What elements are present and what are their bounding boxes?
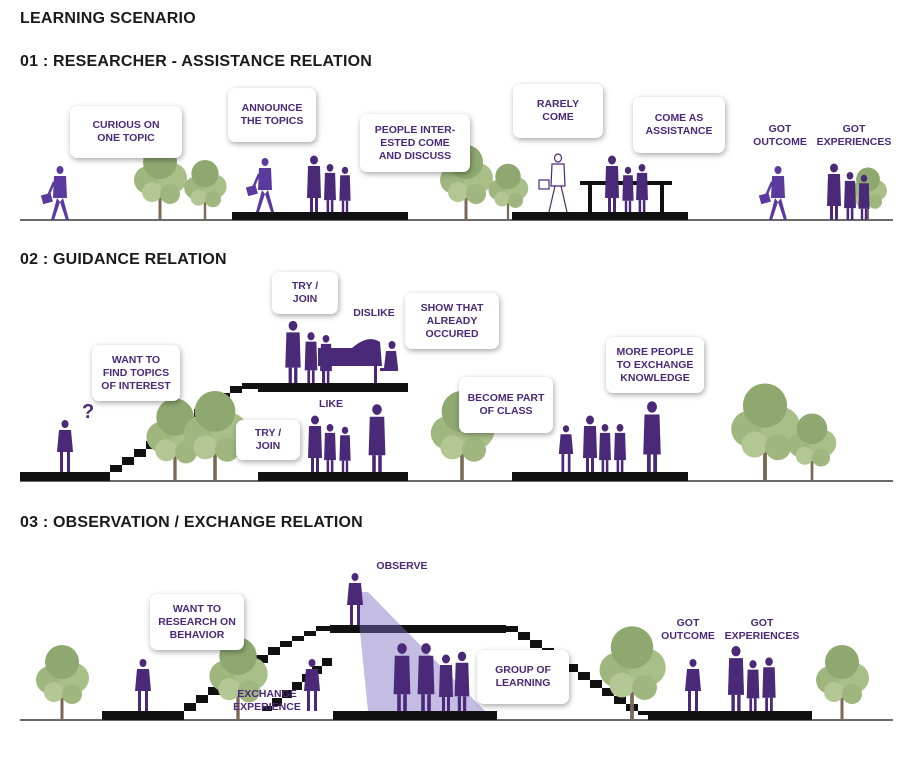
s2-question-mark: ? bbox=[82, 401, 94, 423]
s2-class-person-3 bbox=[599, 423, 611, 472]
s1-researcher-2 bbox=[244, 156, 276, 214]
s2-dislike-label: DISLIKE bbox=[353, 307, 395, 319]
s3-observe-label: OBSERVE bbox=[376, 560, 428, 572]
s2-become-bubble: BECOME PART OF CLASS bbox=[459, 377, 553, 433]
s2-lower-person-2 bbox=[324, 423, 336, 472]
s1-outcome-person-1 bbox=[827, 163, 841, 220]
s1-tree-2 bbox=[184, 160, 227, 220]
s1-assist-bubble: COME AS ASSISTANCE bbox=[633, 97, 725, 153]
s2-try-bottom-bubble: TRY / JOIN bbox=[236, 420, 300, 460]
s1-people-bubble: PEOPLE INTER- ESTED COME AND DISCUSS bbox=[360, 114, 470, 172]
s1-tree-4 bbox=[488, 163, 529, 220]
s3-exchange-label: EXCHANGE EXPERIENCE bbox=[233, 688, 301, 713]
s2-more-bubble: MORE PEOPLE TO EXCHANGE KNOWLEDGE bbox=[606, 337, 704, 393]
s2-platform-right bbox=[512, 472, 688, 481]
s1-experiences-label: GOT EXPERIENCES bbox=[816, 123, 892, 148]
s1-rarely-bubble: RARELY COME bbox=[513, 84, 603, 138]
s3-observation-cone bbox=[356, 592, 485, 711]
s1-researcher-1 bbox=[39, 164, 71, 222]
s2-upper-person-1 bbox=[285, 320, 301, 383]
s2-want-bubble: WANT TO FIND TOPICS OF INTEREST bbox=[92, 345, 180, 401]
s2-lower-person-4 bbox=[368, 404, 386, 472]
s3-researcher bbox=[135, 659, 151, 711]
s2-like-label: LIKE bbox=[319, 398, 343, 410]
s1-assistant-3 bbox=[636, 163, 648, 212]
s2-show-bubble: SHOW THAT ALREADY OCCURED bbox=[405, 293, 499, 349]
s1-researcher-3 bbox=[757, 164, 789, 222]
s2-platform-start bbox=[20, 472, 110, 481]
s3-platform-right bbox=[648, 711, 812, 720]
s1-person-3 bbox=[339, 166, 351, 212]
s2-piano bbox=[318, 339, 398, 383]
s3-outcome-person bbox=[685, 659, 701, 711]
main-title: LEARNING SCENARIO bbox=[20, 10, 196, 27]
s1-platform-right bbox=[512, 212, 688, 220]
s2-class-person-5 bbox=[643, 401, 661, 472]
section-1-title: 01 : RESEARCHER - ASSISTANCE RELATION bbox=[20, 53, 373, 70]
s2-class-person-1 bbox=[558, 425, 574, 472]
s3-group-bubble: GROUP OF LEARNING bbox=[477, 650, 569, 704]
s2-platform-lower bbox=[258, 472, 408, 481]
s2-try-top-bubble: TRY / JOIN bbox=[272, 272, 338, 314]
s1-outcome-person-2 bbox=[844, 171, 856, 220]
s3-outcome-label: GOT OUTCOME bbox=[661, 617, 715, 642]
s1-platform-left bbox=[232, 212, 408, 220]
s1-outcome-label: GOT OUTCOME bbox=[753, 123, 807, 148]
s2-class-person-2 bbox=[583, 415, 597, 472]
s1-person-2 bbox=[324, 163, 336, 212]
s2-platform-upper bbox=[258, 383, 408, 392]
s3-exp-person-2 bbox=[746, 660, 760, 711]
s3-platform-center bbox=[333, 711, 497, 720]
s3-exp-person-1 bbox=[727, 646, 745, 711]
s1-assistant-2 bbox=[622, 166, 634, 212]
s2-lower-person-1 bbox=[308, 415, 322, 472]
s2-upper-person-2 bbox=[304, 332, 318, 383]
s3-tree-4 bbox=[816, 645, 869, 720]
s3-tree-1 bbox=[36, 645, 89, 720]
s1-assistant-1 bbox=[605, 155, 619, 212]
s1-curious-bubble: CURIOUS ON ONE TOPIC bbox=[70, 106, 182, 158]
s2-class-person-4 bbox=[614, 423, 626, 472]
s3-upper-deck bbox=[330, 625, 506, 633]
s2-seeker bbox=[57, 420, 73, 472]
s1-announce-bubble: ANNOUNCE THE TOPICS bbox=[228, 88, 316, 142]
s2-tree-4 bbox=[731, 383, 801, 481]
section-2-title: 02 : GUIDANCE RELATION bbox=[20, 251, 227, 268]
s3-exp-person-3 bbox=[762, 657, 776, 711]
s3-research-bubble: WANT TO RESEARCH ON BEHAVIOR bbox=[150, 594, 244, 650]
s2-lower-person-3 bbox=[339, 426, 351, 472]
s1-researcher-outline bbox=[538, 153, 568, 213]
s3-platform-left bbox=[102, 711, 184, 720]
s3-experiences-label: GOT EXPERIENCES bbox=[724, 617, 800, 642]
s1-person-1 bbox=[307, 155, 321, 212]
section-3-title: 03 : OBSERVATION / EXCHANGE RELATION bbox=[20, 514, 363, 531]
